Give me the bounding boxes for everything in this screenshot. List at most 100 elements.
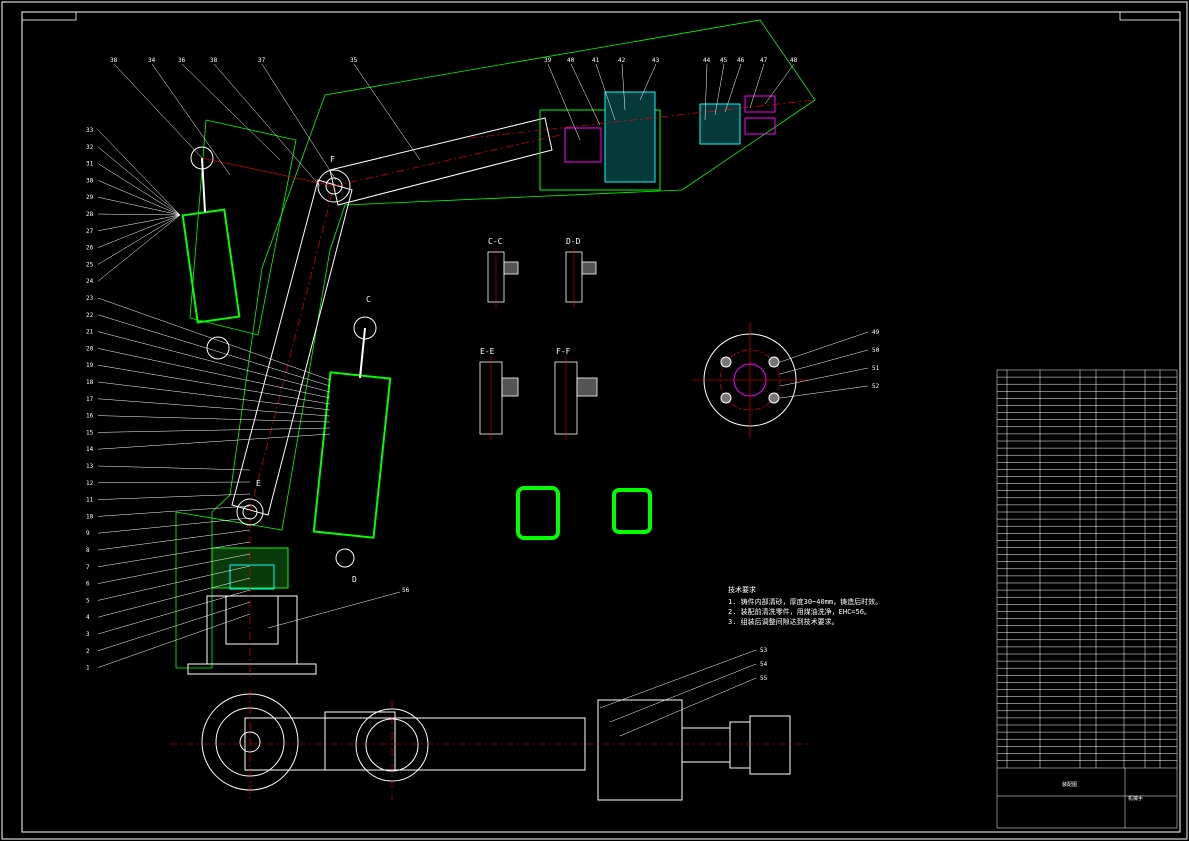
left-callout-25: 25 [86,261,94,268]
base-inner-motor [225,595,279,645]
top-leader-2 [181,63,281,161]
left-callout-29: 29 [86,194,94,201]
left-callout-2: 2 [86,648,90,655]
left-leader-30 [97,180,181,216]
lower-pivot-inner [242,504,258,520]
mark-f: F [330,155,335,164]
top-leader-9 [621,63,626,111]
right-leader-52 [779,385,869,399]
wrist-gear-block [604,91,656,183]
main-cylinder-rod [359,327,366,379]
left-callout-9: 9 [86,530,90,537]
section-dd [565,248,597,308]
top-callout-14: 47 [760,57,768,64]
phantom-envelope-small [189,119,297,336]
corner-code-box-right [1119,11,1181,21]
flange-circular-view [692,322,808,438]
left-callout-17: 17 [86,396,94,403]
top-callout-13: 46 [737,57,745,64]
top-leader-3 [213,63,321,187]
base-housing [206,595,298,665]
top-leader-10 [639,63,657,101]
main-cylinder-top-pivot [353,316,377,340]
mark-d: D [352,575,357,584]
left-callout-28: 28 [86,211,94,218]
top-leader-5 [353,63,421,161]
shoulder-pivot [317,169,351,203]
left-callout-16: 16 [86,413,94,420]
left-callout-27: 27 [86,228,94,235]
left-leader-17 [97,398,331,417]
corner-code-box [21,11,77,21]
top-callout-0: 38 [110,57,118,64]
top-callout-10: 43 [652,57,660,64]
note-1: 1. 铸件内部清砂，厚度30~40mm，铸造后时效。 [728,597,882,606]
lower-arm-link [231,179,353,516]
tube-section-small [612,488,652,534]
mark-c: C [366,295,371,304]
left-leader-5 [97,565,251,601]
section-label-dd: D-D [566,237,581,246]
left-callout-4: 4 [86,614,90,621]
top-callout-9: 42 [618,57,626,64]
wrist-housing [539,109,661,191]
top-callout-5: 35 [350,57,358,64]
left-leader-31 [97,163,181,216]
left-leader-26 [97,214,181,248]
left-callout-26: 26 [86,245,94,252]
left-callout-15: 15 [86,429,94,436]
section-label-cc: C-C [488,237,503,246]
left-callout-21: 21 [86,329,94,336]
section-cc [487,248,519,308]
left-callout-labels: 3332313029282726252423222120191817161514… [86,127,94,672]
left-callout-11: 11 [86,497,94,504]
left-callout-6: 6 [86,581,90,588]
left-callout-30: 30 [86,177,94,184]
section-views [479,248,652,540]
left-callout-14: 14 [86,446,94,453]
left-leader-8 [97,529,251,551]
note-3: 3. 组装后调整间隙达到技术要求。 [728,617,839,626]
upper-arm-centerline [333,134,561,187]
left-leader-27 [97,214,181,232]
left-leader-20 [97,348,331,399]
left-leader-14 [97,433,331,450]
left-leader-23 [97,297,331,381]
wrist-centerline [469,99,816,139]
top-callout-15: 48 [790,57,798,64]
section-label-ee: E-E [480,347,495,356]
left-callout-19: 19 [86,362,94,369]
top-callout-11: 44 [703,57,711,64]
left-callout-13: 13 [86,463,94,470]
phantom-envelope [175,19,816,669]
left-leader-24 [97,214,181,282]
left-leader-11 [97,493,251,500]
top-leader-8 [595,63,616,121]
right-leader-51 [779,367,869,387]
left-callout-18: 18 [86,379,94,386]
upper-arm-link [329,117,553,206]
bottom-callout-53: 53 [760,647,768,654]
left-callout-24: 24 [86,278,94,285]
left-leader-9 [97,517,251,534]
left-callout-7: 7 [86,564,90,571]
left-callout-12: 12 [86,480,94,487]
top-leader-12 [714,63,725,116]
manipulator-elevation [175,19,816,680]
section-ff [554,356,598,440]
left-leader-6 [97,553,251,584]
top-leader-14 [749,63,765,109]
top-callout-1: 34 [148,57,156,64]
left-leader-3 [97,589,251,635]
plan-view [170,690,810,801]
bottom-leader-54 [609,663,757,723]
base-plate [187,663,317,675]
top-leader-7 [570,63,601,126]
main-cylinder-bottom-pivot [335,548,355,568]
top-leader-1 [151,63,231,176]
left-callout-23: 23 [86,295,94,302]
parts-list-table [996,369,1178,829]
right-leader-49 [779,331,869,363]
